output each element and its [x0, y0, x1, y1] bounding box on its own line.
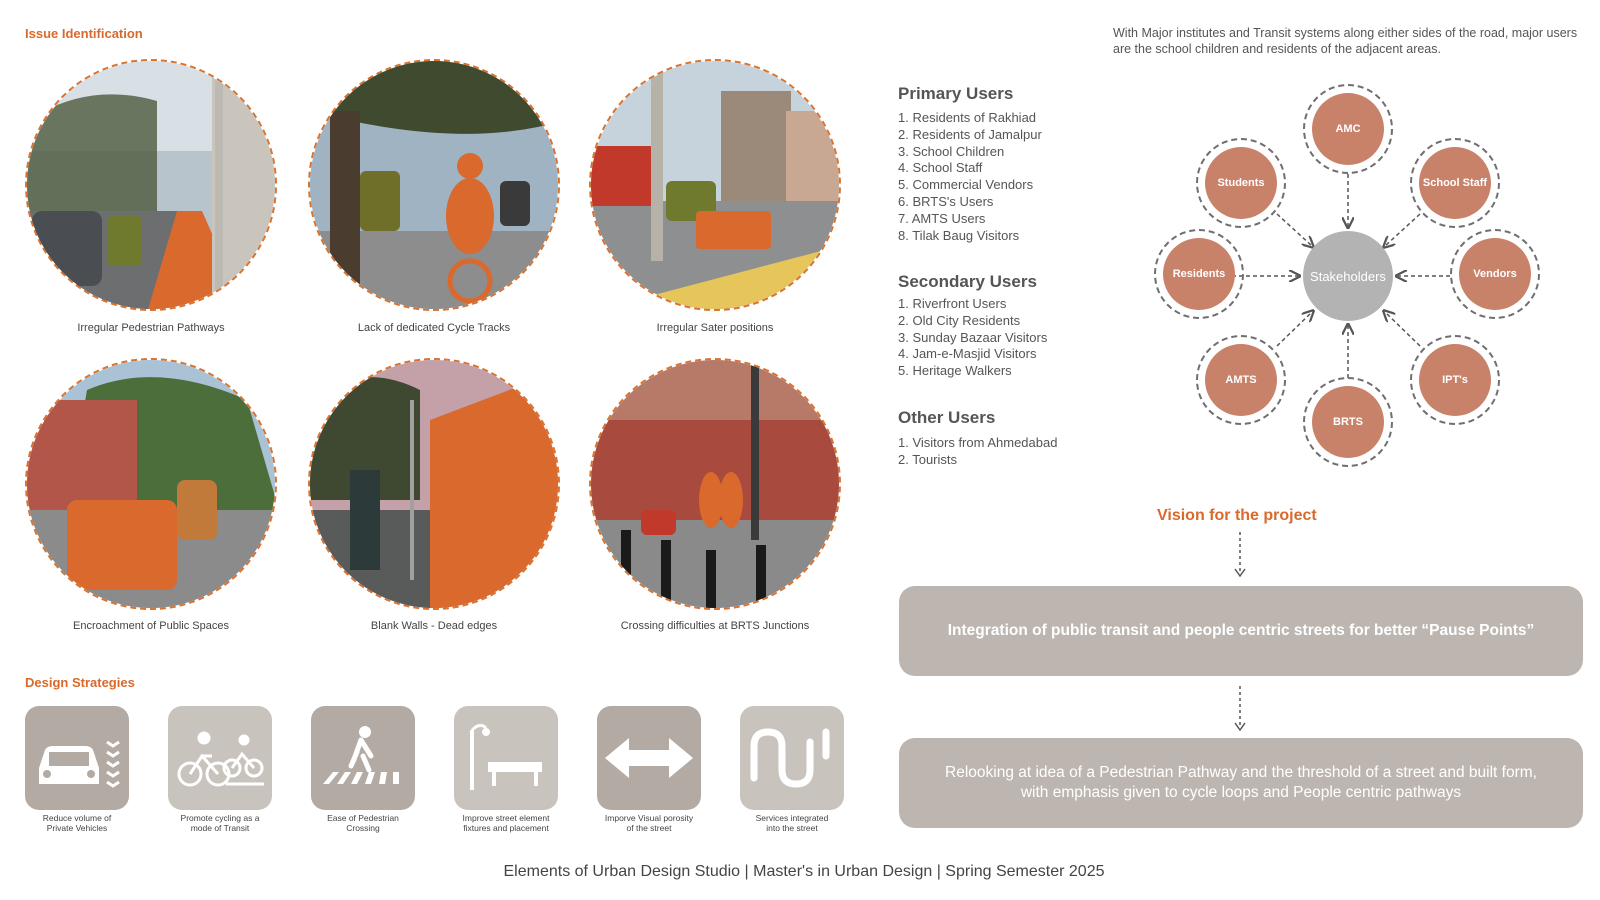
issue-identification-title: Issue Identification: [25, 26, 143, 41]
stakeholder-node-residents: Residents: [1154, 229, 1244, 319]
stakeholder-node-amts: AMTS: [1196, 335, 1286, 425]
list-item: 8. Tilak Baug Visitors: [898, 227, 1020, 243]
list-item: 1. Visitors from Ahmedabad: [898, 435, 1058, 450]
list-item: 4. School Staff: [898, 160, 983, 176]
street-photo-illustration: [591, 360, 839, 608]
stakeholder-node-vendors: Vendors: [1450, 229, 1540, 319]
stakeholder-node-ipts: IPT's: [1410, 335, 1500, 425]
list-item: 1. Residents of Rakhiad: [898, 110, 1037, 125]
double-arrow-icon: [597, 706, 701, 810]
photo-irregular-pedestrian-pathways: [25, 59, 277, 311]
photo-caption: Crossing difficulties at BRTS Junctions: [620, 620, 810, 632]
photo-caption: Lack of dedicated Cycle Tracks: [357, 322, 511, 334]
photo-irregular-seater-positions: [589, 59, 841, 311]
street-photo-illustration: [591, 61, 839, 309]
list-item: 4. Jam-e-Masjid Visitors: [898, 346, 1037, 362]
list-item: 6. BRTS's Users: [898, 193, 994, 209]
list-item: 2. Old City Residents: [898, 312, 1021, 328]
stakeholder-node-students: Students: [1196, 138, 1286, 228]
photo-caption: Irregular Sater positions: [656, 322, 774, 334]
other-users-title: Other Users: [898, 408, 996, 427]
vision-detail-box: Relooking at idea of a Pedestrian Pathwa…: [899, 738, 1583, 828]
secondary-users-title: Secondary Users: [898, 272, 1037, 291]
car-icon: [25, 706, 129, 810]
primary-users-list: 1. Residents of Rakhiad 2. Residents of …: [898, 110, 1042, 244]
street-photo-illustration: [27, 360, 275, 608]
stakeholder-node-amc: AMC: [1303, 84, 1393, 174]
stakeholder-node-brts: BRTS: [1303, 377, 1393, 467]
intro-text: With Major institutes and Transit system…: [1113, 26, 1578, 56]
list-item: 7. AMTS Users: [898, 210, 986, 226]
street-furniture-icon: [454, 706, 558, 810]
vision-title: Vision for the project: [1157, 507, 1317, 524]
photo-caption: Blank Walls - Dead edges: [370, 620, 498, 632]
list-item: 2. Tourists: [898, 451, 958, 467]
photo-caption: Irregular Pedestrian Pathways: [77, 322, 225, 334]
list-item: 5. Heritage Walkers: [898, 363, 1012, 379]
footer-credit: Elements of Urban Design Studio | Master…: [503, 863, 1105, 880]
list-item: 2. Residents of Jamalpur: [898, 126, 1042, 142]
street-photo-illustration: [310, 61, 558, 309]
design-strategies-title: Design Strategies: [25, 675, 135, 690]
photo-lack-of-cycle-tracks: [308, 59, 560, 311]
list-item: 3. School Children: [898, 143, 1005, 159]
street-photo-illustration: [310, 360, 558, 608]
photo-crossing-difficulties: [589, 358, 841, 610]
photo-caption: Encroachment of Public Spaces: [73, 620, 229, 632]
street-photo-illustration: [27, 61, 275, 309]
other-users-list: 1. Visitors from Ahmedabad 2. Tourists: [898, 435, 1057, 469]
list-item: 5. Commercial Vendors: [898, 177, 1034, 193]
secondary-users-list: 1. Riverfront Users 2. Old City Resident…: [898, 296, 1047, 380]
list-item: 3. Sunday Bazaar Visitors: [898, 329, 1048, 345]
primary-users-title: Primary Users: [898, 84, 1014, 103]
photo-encroachment-public-spaces: [25, 358, 277, 610]
stakeholder-node-school-staff: School Staff: [1410, 138, 1500, 228]
photo-blank-walls: [308, 358, 560, 610]
pipes-icon: [740, 706, 844, 810]
stakeholders-center-node: Stakeholders: [1303, 231, 1393, 321]
vision-statement-box: Integration of public transit and people…: [899, 586, 1583, 676]
list-item: 1. Riverfront Users: [898, 296, 1007, 311]
cyclists-icon: [168, 706, 272, 810]
pedestrian-crossing-icon: [311, 706, 415, 810]
